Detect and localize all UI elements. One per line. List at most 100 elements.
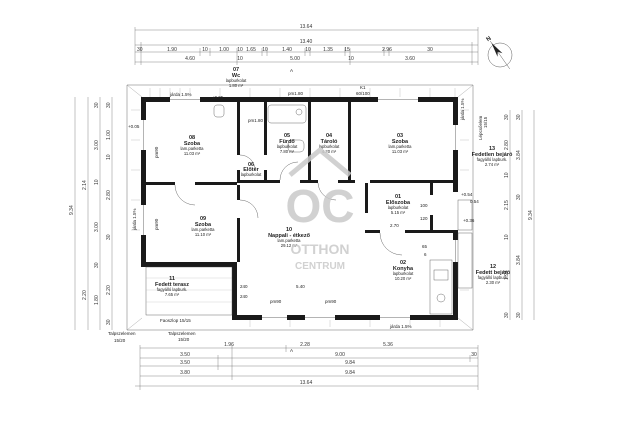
dim-bottom-r2-0: 3.50 (180, 352, 190, 358)
dim-left-c0: 30 (106, 102, 112, 108)
walls (141, 97, 458, 320)
dim-bottom-r1-0: 1.96 (224, 342, 234, 348)
door-swings (174, 154, 403, 256)
dim-right-a6: 30 (504, 312, 510, 318)
section-mark-top: A (290, 68, 293, 73)
talpszelemen-bottom-sub: 15/20 (178, 337, 190, 342)
svg-text:10: 10 (286, 227, 292, 233)
pm90-d: pm90 (325, 299, 337, 304)
svg-text:Fedett terasz: Fedett terasz (155, 282, 189, 288)
dim-top-r3-1: 1.90 (167, 47, 177, 53)
talpszelemen-bottom: Talpszelemen (168, 331, 196, 336)
dim-bottom-r4-1: 9.84 (345, 370, 355, 376)
dim-right-b3: 3.84 (516, 255, 522, 265)
dim-left-c2: 10 (106, 154, 112, 160)
svg-text:lam.parketta: lam.parketta (191, 227, 215, 232)
level-right2: +0.36 (463, 218, 475, 223)
pm180-a: pm1.80 (248, 118, 264, 123)
north-label: N (486, 36, 493, 43)
jarda-right: járda 1.5% (460, 98, 465, 121)
level-mid: ±0.05 (212, 95, 224, 100)
svg-text:Nappali - étkező: Nappali - étkező (268, 233, 311, 239)
svg-text:08: 08 (189, 135, 195, 141)
room-fedett-bejaro: 12 Fedett bejáró fagyálló lapburk. 2.30 … (476, 264, 511, 285)
dim-left-c6: 30 (106, 319, 112, 325)
room-eloter: 06 Előtér lapburkolat (241, 162, 262, 177)
d65: 65 (422, 244, 428, 249)
k1-sub: 60/100 (356, 91, 370, 96)
dim-top-r3-6: 10 (262, 47, 268, 53)
dim-top-r4-1: 10 (237, 56, 243, 62)
svg-text:13: 13 (489, 146, 495, 152)
svg-text:7.65 m²: 7.65 m² (165, 292, 180, 297)
dim-left-c1: 1.00 (106, 130, 112, 140)
dim-top-r3-5: 1.65 (246, 47, 256, 53)
d270: 2.70 (390, 223, 399, 228)
lepcso-label: Lépcsőelem (478, 115, 483, 140)
dim-top-second: 13.40 (300, 39, 313, 45)
dim-right-a2: 10 (504, 172, 510, 178)
logo-line1: OTTHON (290, 241, 349, 257)
level-left: +0.05 (128, 124, 140, 129)
svg-text:lapburkolat: lapburkolat (388, 205, 409, 210)
dim-bottom-r4-0: 3.80 (180, 370, 190, 376)
d6: 6 (424, 252, 427, 257)
dim-top-r3-10: 15 (344, 47, 350, 53)
dim-right-outer: 9.34 (528, 210, 534, 220)
k1-label: K1 (360, 85, 366, 90)
svg-text:lapburkolat: lapburkolat (277, 144, 298, 149)
svg-text:01: 01 (395, 194, 401, 200)
svg-text:Konyha: Konyha (393, 266, 414, 272)
lepcso-sub: 15/15 (483, 116, 488, 128)
svg-text:Fürdő: Fürdő (279, 139, 295, 145)
svg-text:fagyálló lapburk.: fagyálló lapburk. (477, 157, 508, 162)
svg-text:29.12 m²: 29.12 m² (281, 243, 298, 248)
room-fedetlen-bejaro: 13 Fedetlen bejáró fagyálló lapburk. 2.7… (472, 146, 513, 167)
dim-bottom-r1-1: 2.28 (300, 342, 310, 348)
svg-text:11.10 m²: 11.10 m² (195, 232, 212, 237)
svg-text:Szoba: Szoba (392, 139, 409, 145)
dim-bottom-overall: 13.64 (300, 380, 313, 386)
room-tarolo: 04 Tároló lapburkolat 4.20 m² (319, 133, 340, 154)
dim-bottom-r2-1: 9.00 (335, 352, 345, 358)
dim-right-a3: 2.15 (504, 200, 510, 210)
talpszelemen-left: Talpszelemen (108, 331, 136, 336)
dim-bottom-r3-0: 3.50 (180, 360, 190, 366)
dim-left-b0: 30 (94, 102, 100, 108)
bottom-dimensions: 1.96 2.28 5.36 3.50 9.00 30 3.50 9.84 3.… (135, 342, 479, 390)
svg-text:lam.parketta: lam.parketta (277, 238, 301, 243)
dim-top-r3-11: 2.96 (382, 47, 392, 53)
room-nappali: 10 Nappali - étkező lam.parketta 29.12 m… (268, 227, 311, 248)
jarda-left: járda 1.5% (132, 208, 137, 231)
svg-text:Előszoba: Előszoba (386, 200, 411, 206)
d240-b: 240 (240, 294, 248, 299)
dim-right-a4: 10 (504, 234, 510, 240)
svg-text:fagyálló lapburk.: fagyálló lapburk. (478, 275, 509, 280)
dim-top-r3-9: 1.35 (323, 47, 333, 53)
roof-outline (126, 84, 474, 331)
svg-text:1.80 m²: 1.80 m² (229, 83, 244, 88)
d100: 100 (420, 203, 428, 208)
svg-text:lam.parketta: lam.parketta (180, 146, 204, 151)
dim-left-b1: 3.00 (94, 140, 100, 150)
dim-left-a1: 2.20 (82, 290, 88, 300)
dim-top-r4-2: 5.00 (290, 56, 300, 62)
dim-top-r4-0: 4.60 (185, 56, 195, 62)
dim-bottom-r2-2: 30 (471, 352, 477, 358)
dim-top-r3-4: 10 (237, 47, 243, 53)
dim-top-r3-3: 1.00 (219, 47, 229, 53)
terrace (145, 199, 473, 316)
annotations: járda 1.5% járda 1.5% járda 1.5% járda 1… (108, 68, 488, 353)
dim-top-overall: 13.64 (300, 24, 313, 30)
dim-left-b3: 3.00 (94, 222, 100, 232)
faoszlop-label: Faoszlop 15/15 (160, 318, 191, 323)
svg-text:7.80 m²: 7.80 m² (280, 149, 295, 154)
dim-left-b2: 10 (94, 179, 100, 185)
dim-right-b0: 30 (516, 114, 522, 120)
svg-text:12: 12 (490, 264, 496, 270)
svg-text:lapburkolat: lapburkolat (393, 271, 414, 276)
svg-text:11.03 m²: 11.03 m² (184, 151, 201, 156)
svg-text:fagyálló lapburk.: fagyálló lapburk. (157, 287, 188, 292)
svg-text:lapburkolat: lapburkolat (241, 172, 262, 177)
